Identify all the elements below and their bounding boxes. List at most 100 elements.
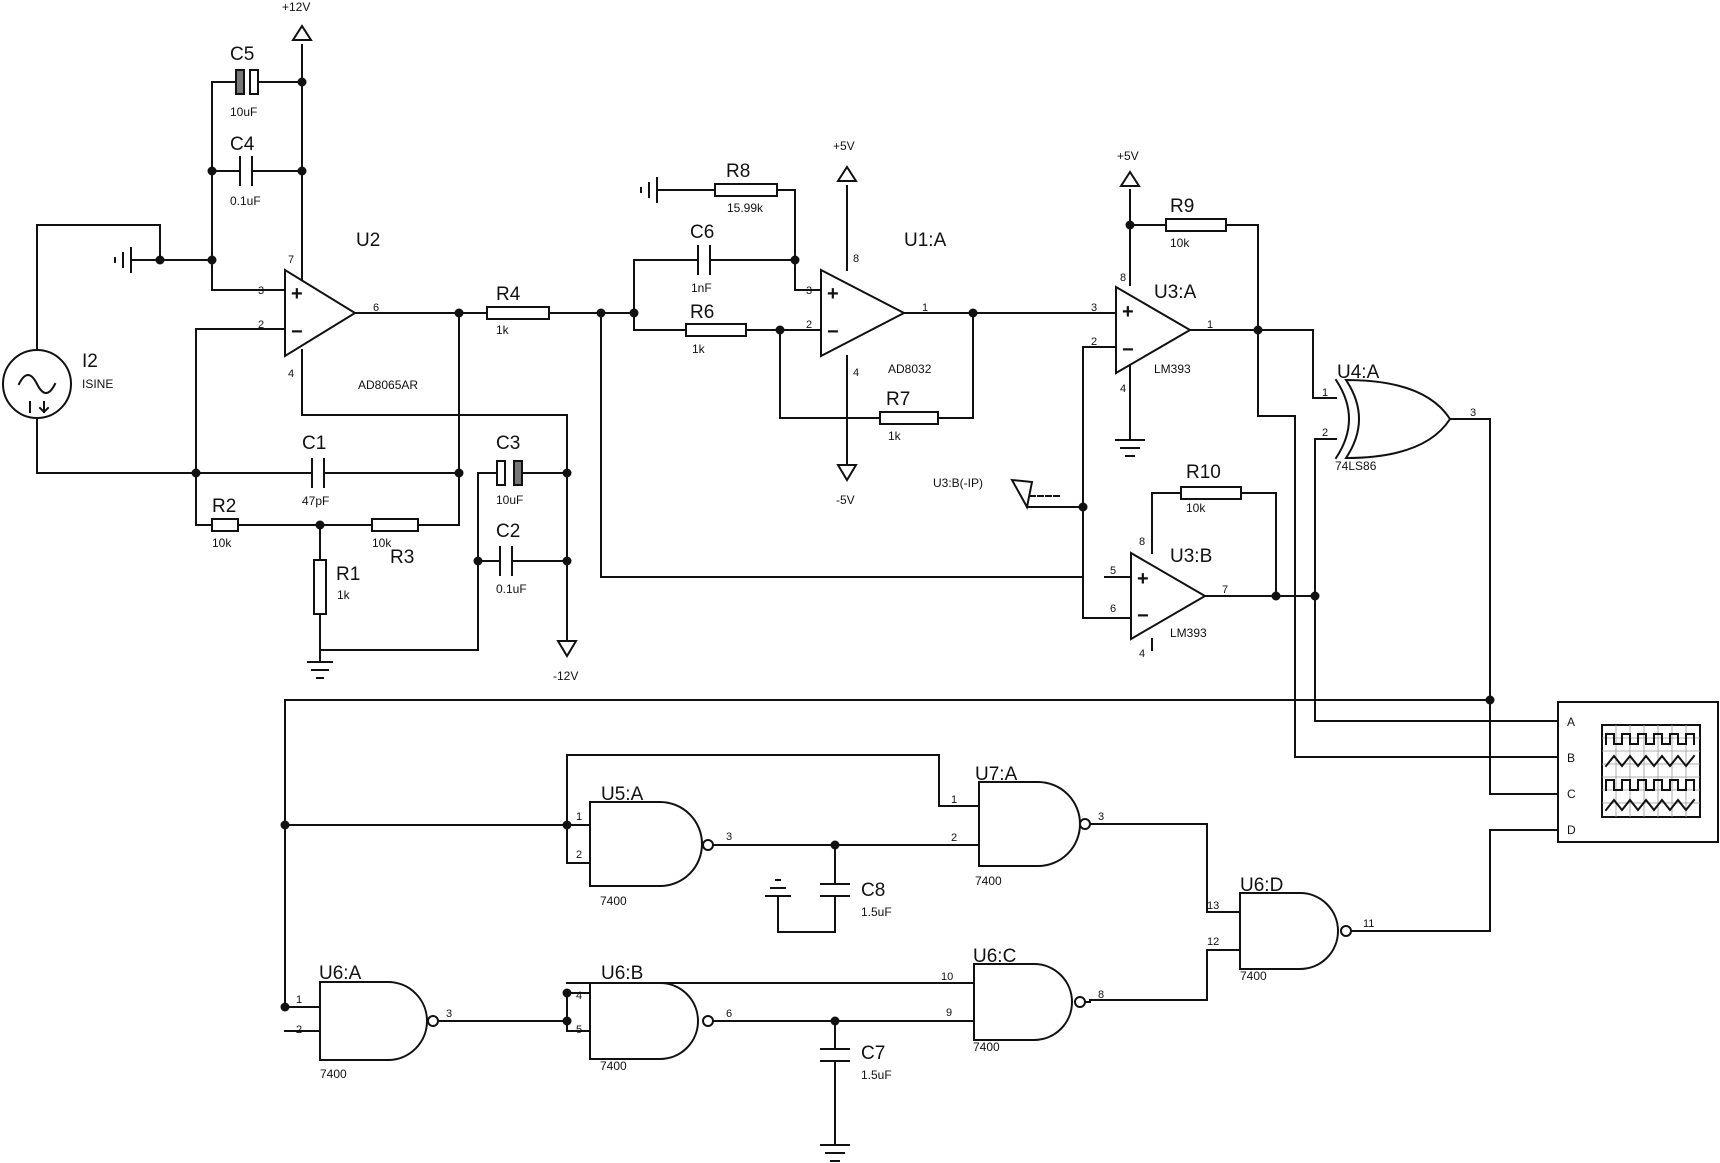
component-value: 47pF: [302, 494, 329, 508]
component-value: 1.5uF: [861, 1068, 892, 1082]
resistor-r1: R1 1k: [313, 559, 360, 615]
probe-label: U3:B(-IP): [933, 476, 983, 490]
pin-number: 8: [1120, 272, 1126, 284]
pin-number: 2: [1322, 427, 1328, 439]
minus-sign: −: [1122, 339, 1134, 361]
pin-number: 2: [951, 832, 957, 844]
component-ref: C1: [302, 433, 326, 454]
capacitor-c8: C8 1.5uF: [820, 880, 892, 919]
ground-c7: [820, 1144, 850, 1162]
pin-number: 1: [951, 794, 957, 806]
pin-number: 13: [1207, 900, 1219, 912]
plus-sign: +: [1122, 301, 1134, 323]
nand-gate-u7a: U7:A 7400 1 2 3: [951, 764, 1104, 888]
pin-number: 12: [1207, 936, 1219, 948]
capacitor-c6: C6 1nF: [690, 222, 714, 295]
pin-number: 4: [853, 367, 859, 379]
trace-square-2: [1605, 779, 1695, 791]
component-ref: U6:A: [319, 963, 362, 984]
component-value: 10uF: [496, 493, 523, 507]
pin-number: 3: [258, 285, 264, 297]
component-ref: U1:A: [904, 230, 947, 251]
component-value: 10k: [1170, 236, 1190, 250]
component-ref: U6:D: [1240, 875, 1283, 896]
capacitor-c5: C5 10uF: [230, 44, 259, 119]
component-ref: R7: [886, 389, 910, 410]
pin-number: 8: [1139, 536, 1145, 548]
comparator-u3b: + − U3:B LM393 5 6 7 8 4: [1104, 536, 1228, 660]
power-plus5-u1: +5V: [833, 139, 858, 182]
capacitor-c4: C4 0.1uF: [230, 134, 261, 208]
pin-number: 3: [726, 831, 732, 843]
component-ref: I2: [82, 351, 98, 372]
oscilloscope: A B C D: [1557, 701, 1719, 843]
pin-number: 2: [296, 1024, 302, 1036]
component-value: 1k: [496, 323, 510, 337]
nand-gate-u6d: U6:D 7400 13 12 11: [1207, 875, 1374, 983]
trace-triangle-1: [1604, 754, 1696, 768]
scope-channel-c: C: [1567, 787, 1576, 801]
capacitor-c3: C3 10uF: [496, 433, 523, 507]
opamp-u2: + − U2 AD8065AR 3 2 6 7 4: [258, 230, 418, 392]
rail-label: +12V: [282, 0, 310, 14]
component-ref: U3:B: [1170, 546, 1212, 567]
pin-number: 5: [576, 1024, 582, 1036]
power-plus12: +12V: [282, 0, 313, 41]
pin-number: 7: [288, 254, 294, 266]
nand-gate-u6b: U6:B 7400 4 5 6: [576, 963, 732, 1073]
pin-number: 2: [806, 319, 812, 331]
component-ref: R1: [336, 564, 360, 585]
rail-label: -5V: [836, 493, 855, 507]
component-ref: C4: [230, 134, 255, 155]
component-part: 7400: [973, 1040, 1000, 1054]
pin-number: 3: [1091, 302, 1097, 314]
component-ref: C2: [496, 521, 520, 542]
power-minus12: -12V: [553, 637, 578, 683]
component-part: 7400: [320, 1067, 347, 1081]
component-part: LM393: [1170, 626, 1207, 640]
nand-gate-u6c: U6:C 7400 10 9 8: [941, 946, 1104, 1054]
ground-c8: [765, 879, 791, 909]
sine-source-i2: I2 ISINE: [2, 349, 113, 419]
component-part: 7400: [1240, 969, 1267, 983]
power-plus5-u3: +5V: [1117, 149, 1141, 187]
pin-number: 3: [806, 285, 812, 297]
pin-number: 3: [1098, 811, 1104, 823]
component-value: 0.1uF: [230, 194, 261, 208]
pin-number: 4: [1139, 648, 1145, 660]
resistor-r3: R3 10k: [371, 518, 419, 568]
pin-number: 8: [853, 253, 859, 265]
minus-sign: −: [291, 321, 303, 343]
pin-number: 1: [1207, 319, 1213, 331]
pin-number: 5: [1110, 565, 1116, 577]
resistor-r8: R8 15.99k: [714, 161, 778, 215]
resistor-r7: R7 1k: [879, 389, 939, 443]
component-ref: R2: [212, 496, 236, 517]
scope-channel-d: D: [1567, 823, 1576, 837]
component-ref: R10: [1186, 462, 1221, 483]
comparator-u3a: + − U3:A LM393 3 2 1 8 4: [1091, 272, 1213, 395]
component-ref: U6:B: [601, 963, 643, 984]
component-value: 1k: [337, 588, 351, 602]
pin-number: 1: [1322, 387, 1328, 399]
xor-gate-u4a: U4:A 74LS86 1 2 3: [1322, 362, 1476, 473]
component-part: 7400: [975, 874, 1002, 888]
rail-label: -12V: [553, 669, 578, 683]
plus-sign: +: [1137, 568, 1149, 590]
pin-number: 1: [576, 811, 582, 823]
component-value: 1nF: [691, 281, 712, 295]
pin-number: 3: [1470, 407, 1476, 419]
pin-number: 1: [922, 302, 928, 314]
resistor-r10: R10 10k: [1180, 462, 1242, 515]
component-value: 1k: [692, 342, 706, 356]
component-ref: R8: [726, 161, 750, 182]
voltage-probe: U3:B(-IP): [933, 476, 1061, 510]
rail-label: +5V: [1117, 149, 1139, 163]
pin-number: 2: [258, 319, 264, 331]
component-ref: R3: [390, 547, 414, 568]
component-part: 7400: [600, 1059, 627, 1073]
component-ref: U3:A: [1154, 282, 1197, 303]
component-ref: U2: [356, 230, 380, 251]
component-value: 0.1uF: [496, 582, 527, 596]
